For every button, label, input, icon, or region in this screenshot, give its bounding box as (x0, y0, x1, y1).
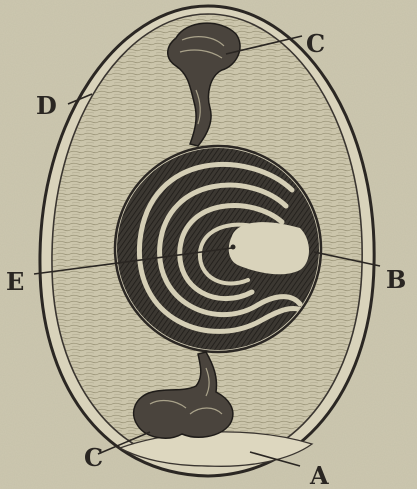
label-d: D (36, 91, 57, 120)
label-a: A (309, 461, 329, 489)
label-c-bottom: C (84, 443, 103, 472)
label-e: E (6, 267, 24, 296)
label-c-top: C (306, 29, 325, 58)
yolk (115, 146, 321, 352)
label-b: B (386, 265, 406, 294)
